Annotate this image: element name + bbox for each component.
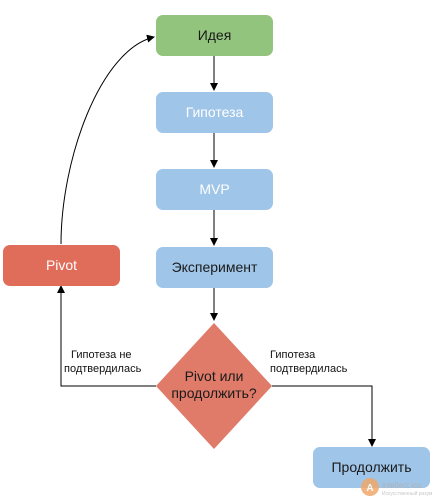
node-hypothesis — [156, 92, 273, 133]
node-experiment — [156, 247, 273, 288]
node-mvp — [156, 169, 273, 210]
node-idea-label: Идея — [198, 27, 232, 43]
watermark-site: intellect.icu — [382, 481, 422, 490]
node-mvp-label: MVP — [199, 181, 229, 197]
node-decision-label-line2: продолжить? — [171, 385, 257, 401]
watermark: A intellect.icu Искусственный разум — [361, 478, 433, 497]
node-decision — [156, 323, 272, 449]
node-experiment-label: Эксперимент — [172, 259, 258, 275]
node-idea — [156, 15, 273, 56]
node-hypothesis-label: Гипотеза — [186, 104, 244, 120]
node-pivot — [3, 245, 120, 286]
node-continue-label: Продолжить — [331, 459, 411, 475]
node-continue — [313, 447, 430, 488]
node-decision-label-line1: Pivot или — [185, 368, 244, 384]
edge-label-not-confirmed-line1: Гипотеза не — [71, 349, 132, 361]
watermark-tagline: Искусственный разум — [382, 490, 433, 497]
watermark-logo-letter: A — [366, 483, 373, 494]
watermark-logo-icon — [361, 478, 379, 496]
edge-label-confirmed-line2: подтвердилась — [270, 363, 348, 375]
edge-label-not-confirmed-line2: подтвердилась — [64, 363, 142, 375]
edge-pivot-idea — [60, 34, 155, 245]
node-pivot-label: Pivot — [46, 257, 77, 273]
edge-decision-pivot — [57, 285, 156, 387]
edge-decision-continue — [272, 385, 376, 447]
edge-label-confirmed-line1: Гипотеза — [270, 349, 316, 361]
